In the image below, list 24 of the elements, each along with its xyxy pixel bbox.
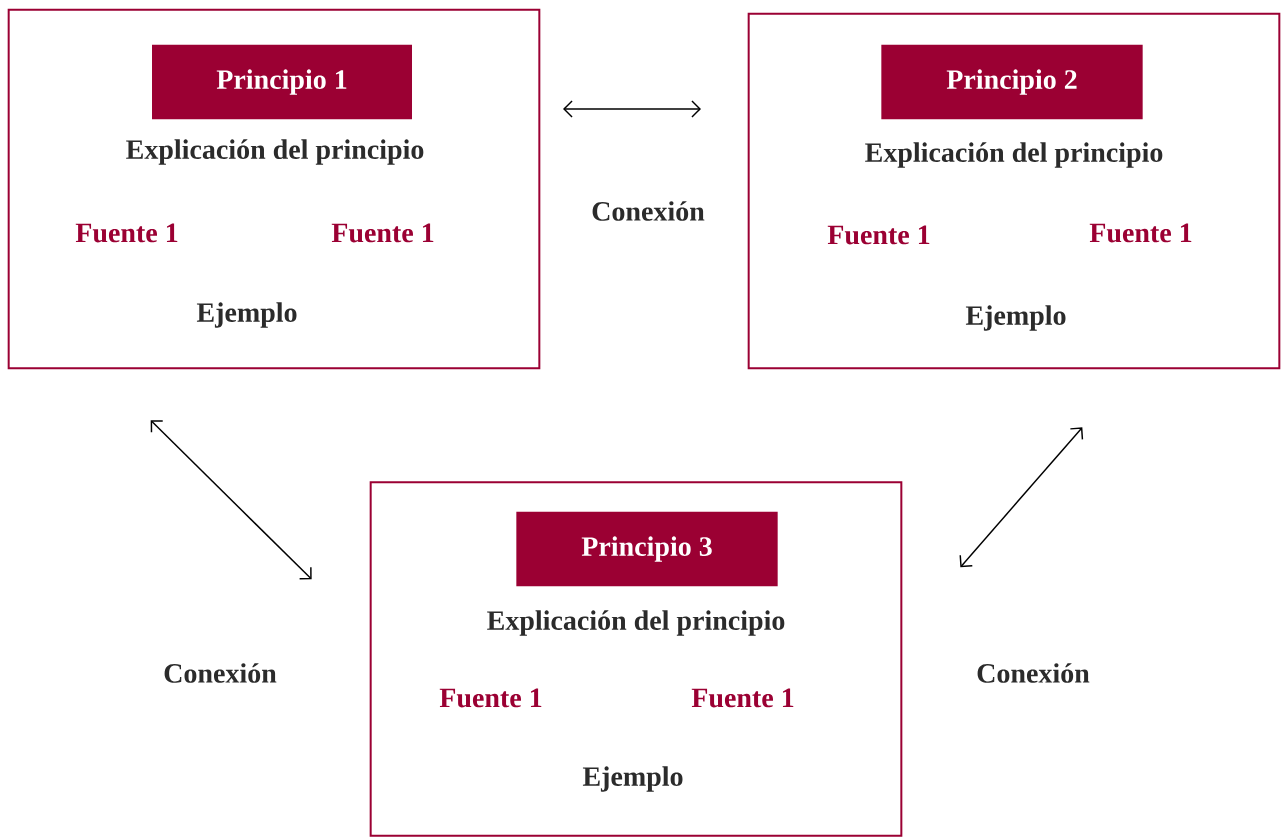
source-text: Fuente 1 xyxy=(691,688,794,708)
example-text: Ejemplo xyxy=(965,305,1066,331)
edge-label: Conexión xyxy=(592,201,705,221)
source-text: Fuente 1 xyxy=(827,225,930,245)
source-text: Fuente 1 xyxy=(75,223,178,243)
double-arrow xyxy=(150,420,312,580)
heading-box: Principio 3 xyxy=(516,511,778,587)
principle-box xyxy=(7,8,541,370)
example-text: Ejemplo xyxy=(196,302,297,328)
example-text: Ejemplo xyxy=(582,766,683,792)
source-text: Fuente 1 xyxy=(439,688,542,708)
principle-box xyxy=(369,481,903,837)
heading-box: Principio 2 xyxy=(881,44,1143,120)
edge-label: Conexión xyxy=(977,663,1090,683)
explanation-text: Explicación del principio xyxy=(126,139,424,165)
edge-label: Conexión xyxy=(164,663,277,683)
explanation-text: Explicación del principio xyxy=(487,610,785,636)
source-text: Fuente 1 xyxy=(1089,223,1192,243)
double-arrow xyxy=(959,427,1084,568)
double-arrow xyxy=(563,100,701,118)
source-text: Fuente 1 xyxy=(331,223,434,243)
explanation-text: Explicación del principio xyxy=(865,142,1163,168)
principle-box xyxy=(747,12,1281,370)
heading-box: Principio 1 xyxy=(152,44,412,120)
